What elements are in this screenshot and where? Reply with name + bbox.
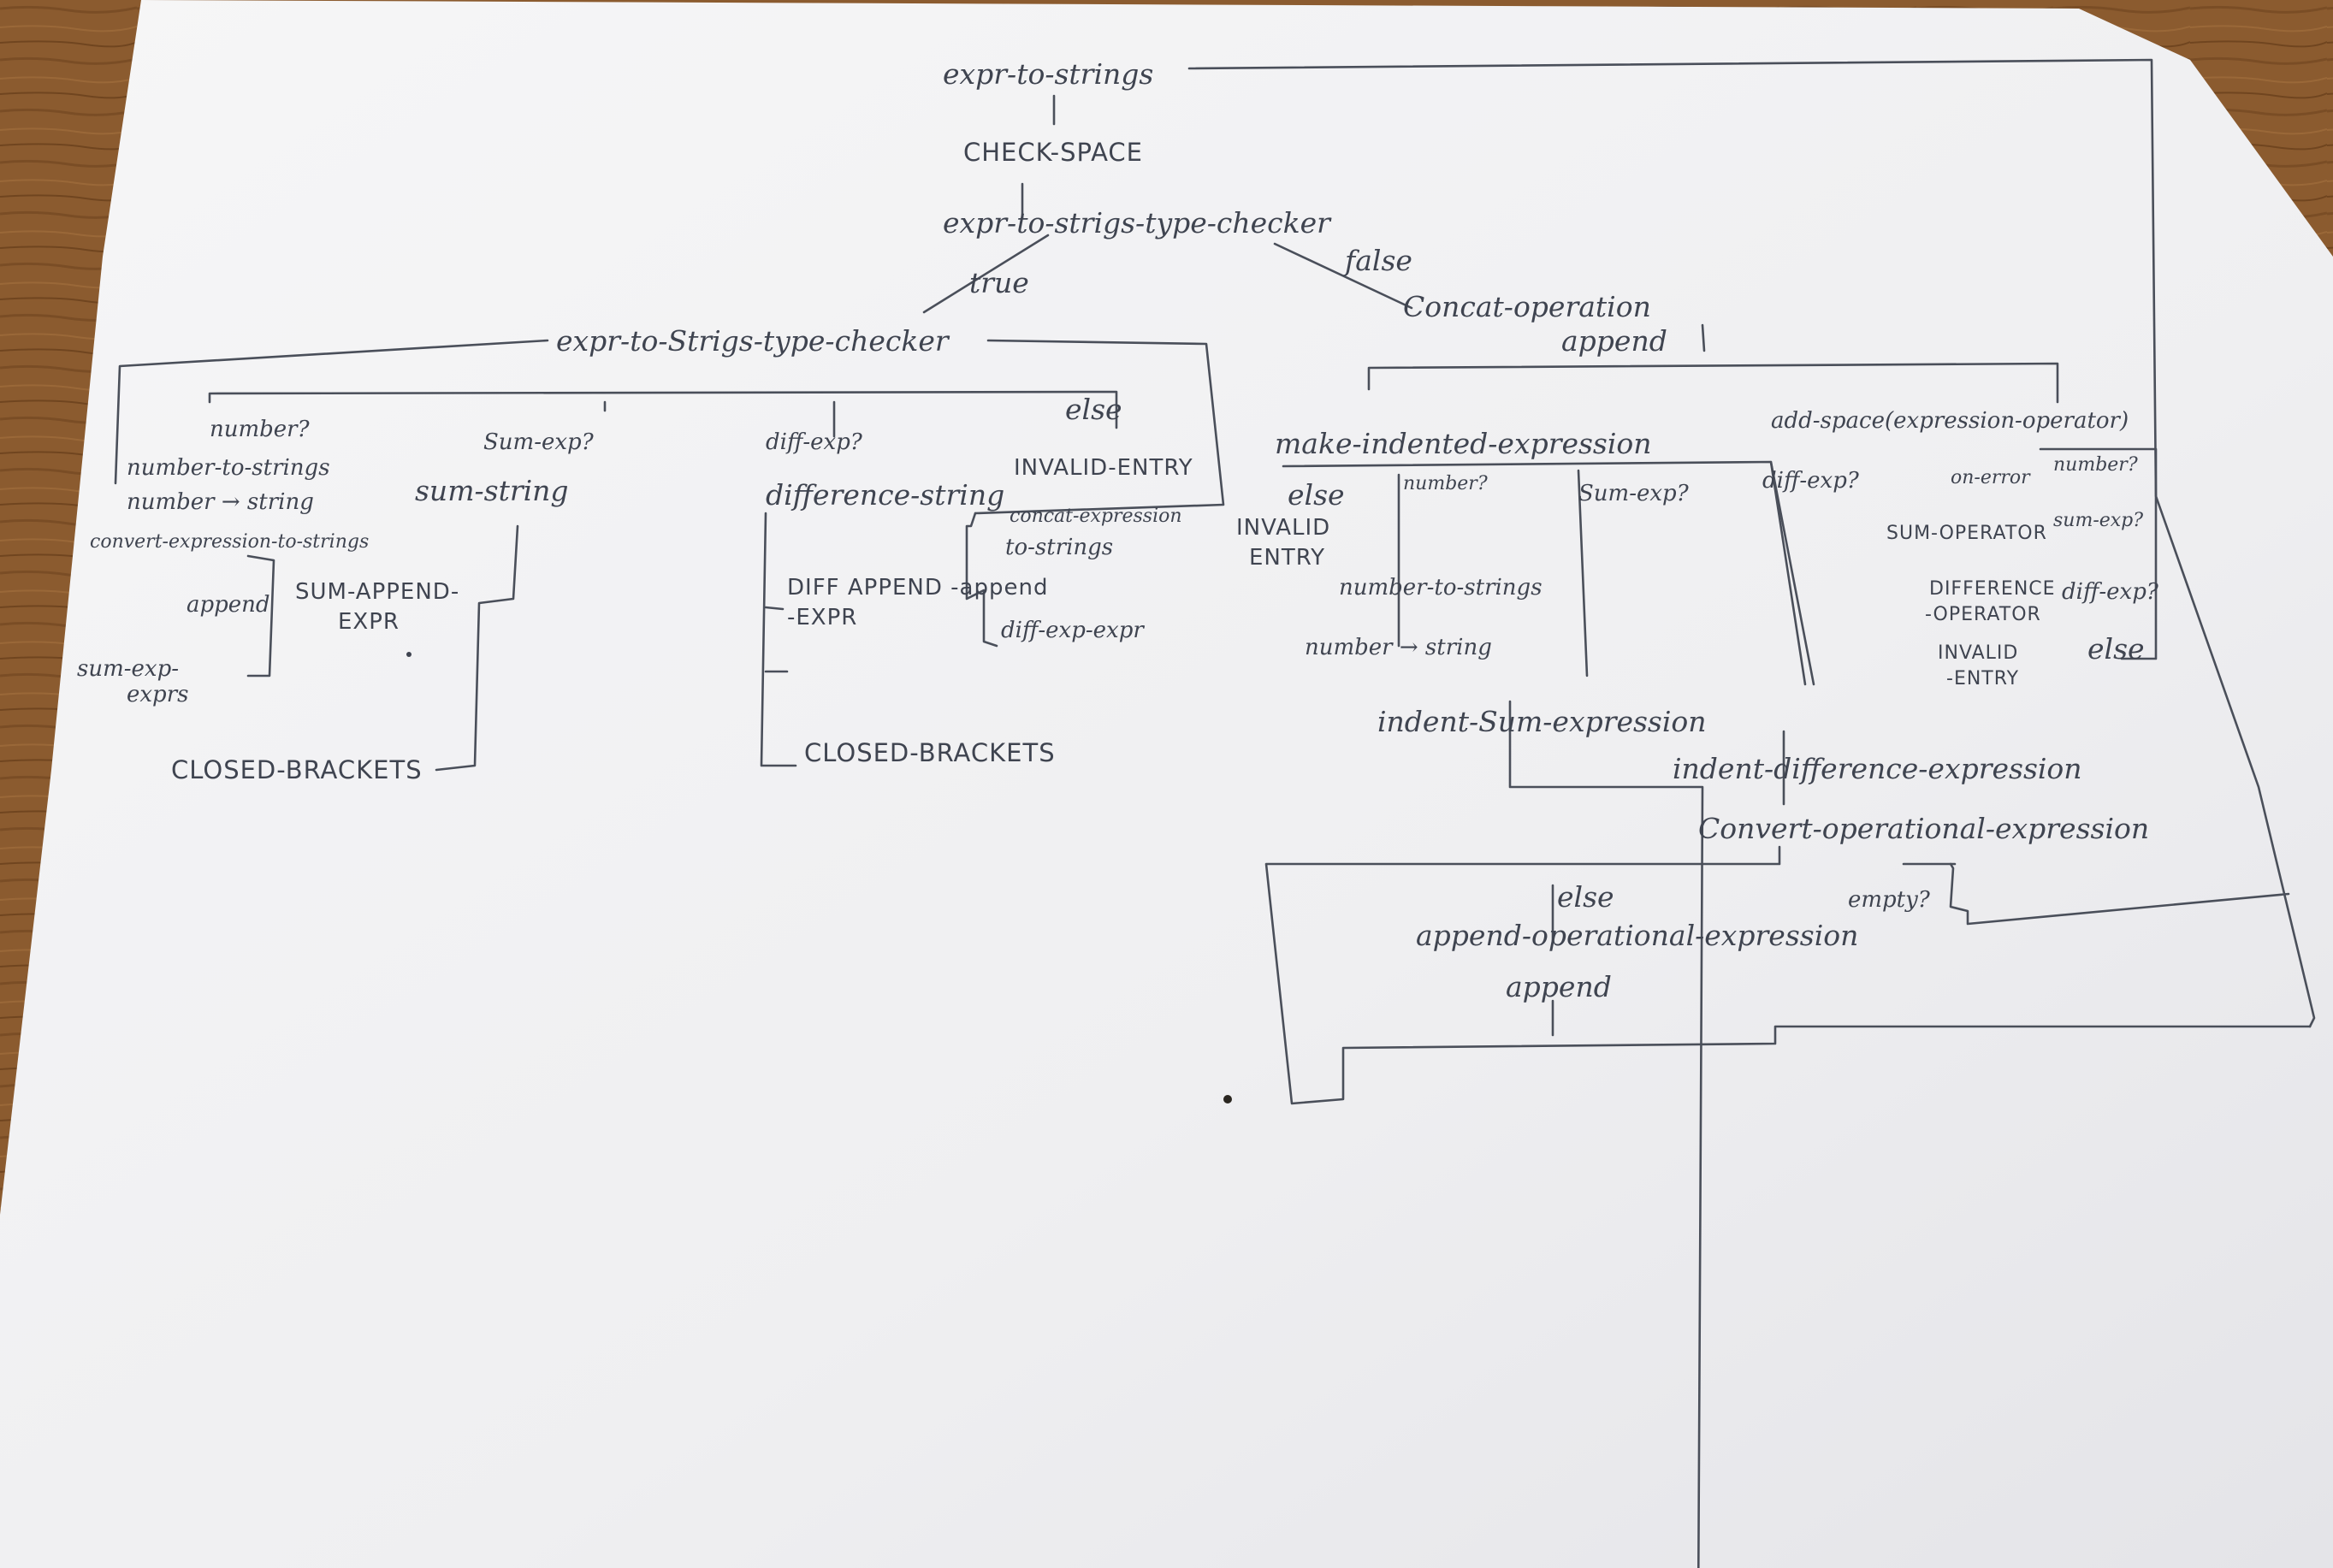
indent-sum-label: indent-Sum-expression: [1377, 705, 1707, 738]
concat-operation-label: Concat-operation: [1403, 290, 1651, 323]
make-indented-label: make-indented-expression: [1275, 427, 1652, 460]
concat-expression-label-2: to-strings: [1005, 535, 1113, 560]
on-error-number-q-label: number?: [2053, 454, 2138, 476]
number-to-strings-label: number-to-strings: [127, 455, 330, 481]
difference-operator-label-1: DIFFERENCE: [1929, 578, 2056, 600]
indent-diff-label: indent-difference-expression: [1673, 752, 2082, 785]
left-invalid-entry-label: INVALID-ENTRY: [1014, 455, 1193, 481]
left-append-label: append: [187, 592, 270, 618]
sum-append-expr-label-2: EXPR: [338, 609, 400, 635]
diff-exp-q-label: diff-exp?: [766, 429, 863, 455]
closed-brackets-mid-label: CLOSED-BRACKETS: [804, 738, 1056, 767]
sum-exp-q-label: Sum-exp?: [483, 429, 595, 455]
closed-brackets-left-label: CLOSED-BRACKETS: [171, 755, 423, 784]
ink-dot-small: [406, 652, 412, 657]
bottom-append-label: append: [1506, 970, 1612, 1003]
convert-expression-label: convert-expression-to-strings: [90, 531, 369, 553]
branch-false-label: false: [1342, 244, 1412, 277]
root-expr-to-strings: expr-to-strings: [943, 57, 1153, 91]
right-sum-exp-q-label: Sum-exp?: [1578, 481, 1690, 506]
difference-string-label: difference-string: [766, 478, 1004, 512]
sum-exp-exprs-label-1: sum-exp-: [77, 656, 179, 682]
difference-operator-label-2: -OPERATOR: [1925, 604, 2041, 625]
left-type-checker-title: expr-to-Strigs-type-checker: [556, 324, 950, 358]
on-error-label: on-error: [1951, 467, 2031, 488]
right-diff-exp-q-label: diff-exp?: [1762, 468, 1860, 494]
concat-expression-label-1: concat-expression: [1010, 506, 1182, 527]
type-checker-label: expr-to-strigs-type-checker: [943, 206, 1332, 240]
diff-append-expr-label-1: DIFF APPEND -append: [787, 575, 1048, 601]
right-number-q-label: number?: [1403, 473, 1488, 494]
invalid-entry2-else-label: else: [2087, 632, 2145, 666]
right-else-label: else: [1288, 478, 1345, 512]
sum-operator-sum-exp-q-label: sum-exp?: [2053, 510, 2143, 531]
sum-operator-label: SUM-OPERATOR: [1886, 523, 2047, 544]
sum-string-label: sum-string: [415, 474, 569, 507]
append-operational-label: append-operational-expression: [1416, 919, 1858, 952]
right-number-to-string-label: number → string: [1305, 635, 1492, 660]
right-append-label: append: [1561, 324, 1667, 358]
ink-dot: [1223, 1095, 1232, 1104]
right-number-to-strings-label: number-to-strings: [1339, 575, 1543, 601]
number-q-label: number?: [210, 417, 311, 442]
connector-lines: [114, 58, 2316, 1568]
sum-exp-exprs-label-2: exprs: [127, 682, 188, 707]
check-space-label: CHECK-SPACE: [963, 138, 1143, 167]
right-invalid-entry-label-1: INVALID: [1236, 515, 1330, 541]
right-invalid-entry-label-2: ENTRY: [1249, 545, 1325, 571]
sum-append-expr-label-1: SUM-APPEND-: [295, 579, 459, 605]
difference-operator-diff-exp-q-label: diff-exp?: [2062, 579, 2159, 605]
convert-operational-label: Convert-operational-expression: [1698, 812, 2149, 845]
number-to-string-label: number → string: [127, 489, 314, 515]
empty-q-label: empty?: [1848, 887, 1931, 913]
bottom-else-label: else: [1557, 880, 1614, 914]
invalid-entry2-label-1: INVALID: [1938, 642, 2018, 664]
left-else-label: else: [1065, 393, 1122, 426]
branch-true-label: true: [969, 266, 1029, 299]
add-space-label: add-space(expression-operator): [1771, 408, 2129, 434]
diff-append-expr-label-2: -EXPR: [787, 605, 857, 630]
invalid-entry2-label-2: -ENTRY: [1946, 668, 2019, 689]
diff-exp-expr-label: diff-exp-expr: [1001, 618, 1145, 643]
